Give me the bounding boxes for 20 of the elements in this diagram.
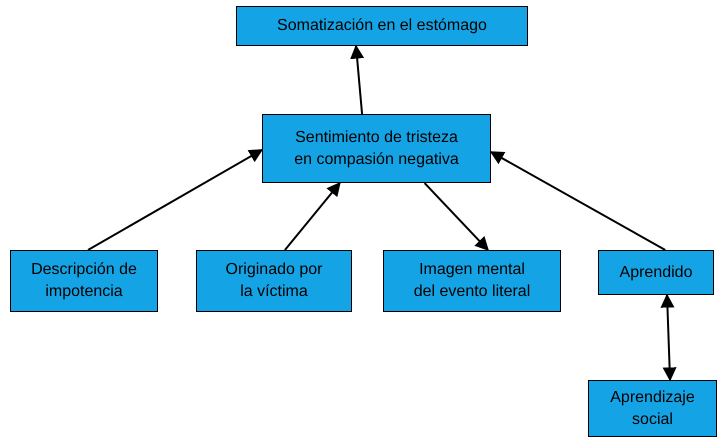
process-box bbox=[598, 250, 714, 295]
process-box bbox=[10, 250, 158, 312]
arrow bbox=[284, 182, 341, 251]
box-label: Imagen mental del evento literal bbox=[412, 260, 532, 302]
arrow bbox=[424, 182, 489, 252]
box-label: Somatización en el estómago bbox=[277, 16, 487, 36]
process-box bbox=[383, 250, 561, 312]
process-box bbox=[236, 6, 528, 46]
arrow bbox=[490, 151, 666, 251]
arrow bbox=[350, 44, 364, 114]
box-label: Descripción de impotencia bbox=[31, 260, 137, 302]
box-label: Aprendido bbox=[620, 262, 692, 282]
arrow bbox=[660, 294, 677, 382]
process-box bbox=[588, 380, 717, 437]
arrow bbox=[88, 149, 264, 251]
process-box bbox=[196, 250, 352, 312]
process-box bbox=[262, 114, 491, 183]
box-label: Originado por la víctima bbox=[224, 260, 324, 302]
box-label: Aprendizaje social bbox=[609, 388, 696, 430]
box-label: Sentimiento de tristeza en compasión negativa bbox=[293, 128, 460, 170]
